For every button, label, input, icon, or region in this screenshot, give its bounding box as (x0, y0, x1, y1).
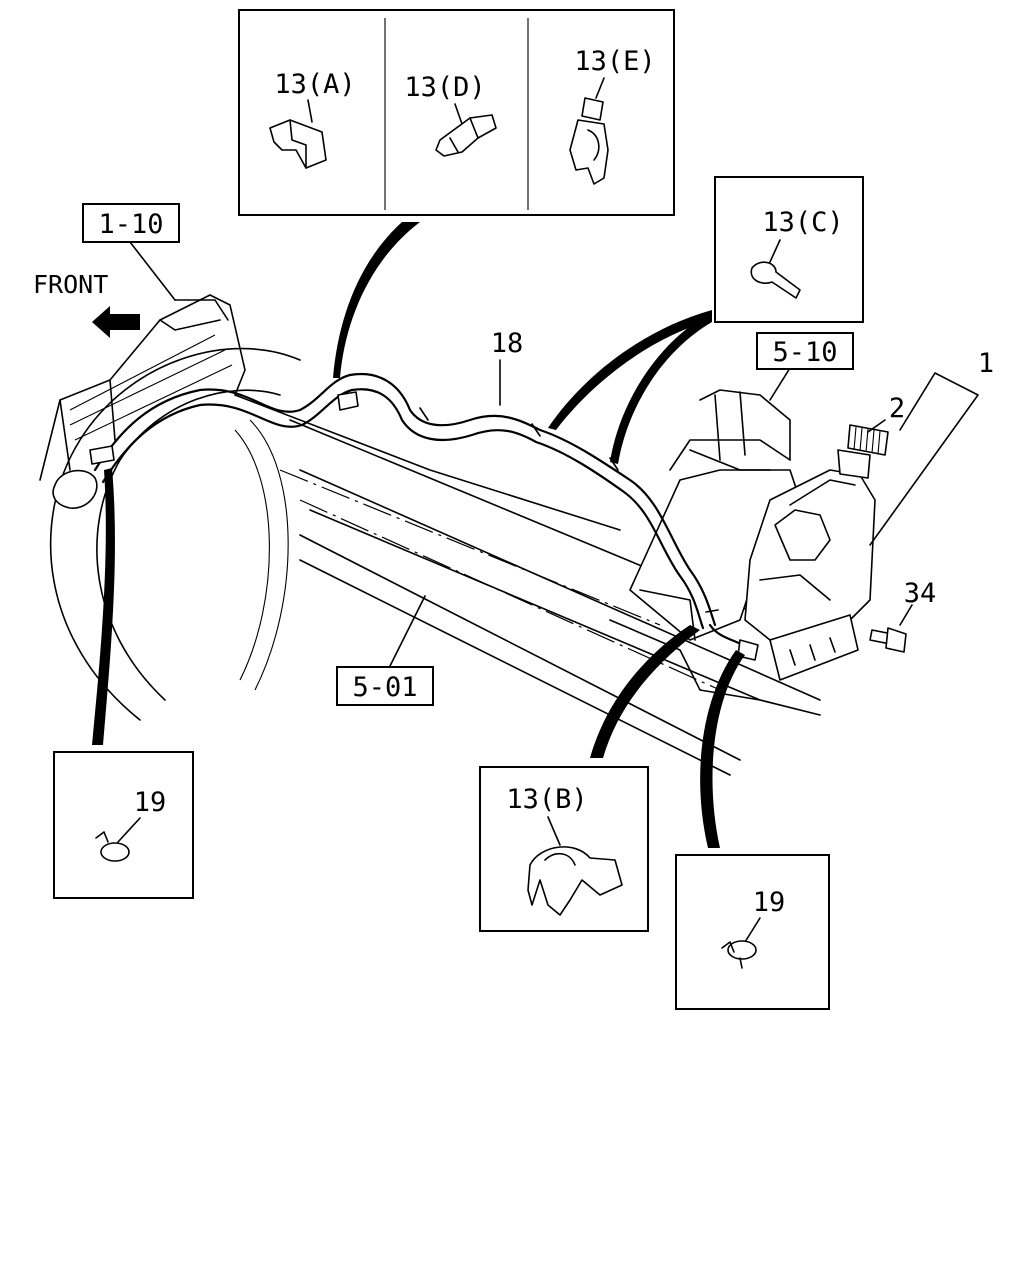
wheel-arch-outer (49, 347, 301, 721)
tank-cap (847, 424, 889, 456)
clamp-19-right-icon (727, 940, 757, 960)
frame-centerline (279, 469, 661, 626)
reference-box-5-10: 5-10 (756, 332, 854, 370)
callout-18: 18 (491, 328, 524, 359)
leader-wedges (92, 222, 745, 848)
clip-13c-label: 13(C) (762, 207, 843, 238)
leader-clip-c-b (610, 312, 712, 464)
clamp-19-left-label: 19 (134, 787, 167, 818)
hose-clip-top (337, 391, 359, 411)
clip-13d-panel: 13(D) (404, 72, 497, 157)
washer-tank-assembly (629, 389, 907, 681)
detail-panel-clip-b: 13(B) (479, 766, 649, 932)
leader-clip-c-a (548, 310, 712, 430)
svg-text:5-10: 5-10 (772, 337, 837, 368)
leader-clamp-left (92, 468, 115, 745)
svg-text:5-01: 5-01 (352, 672, 417, 703)
callout-34: 34 (904, 578, 937, 609)
callout-1: 1 (978, 348, 994, 379)
detail-panel-clamp-left: 19 (53, 751, 194, 899)
hose-clip-left (89, 445, 115, 465)
detail-panel-clip-c: 13(C) (714, 176, 864, 323)
reference-box-1-10: 1-10 (82, 203, 180, 243)
reference-box-5-01: 5-01 (336, 666, 434, 706)
clip-13b-label: 13(B) (506, 784, 587, 815)
clamp-19-left-icon (100, 842, 130, 862)
washer-hose (52, 372, 759, 661)
front-arrow-icon (92, 306, 140, 338)
clip-13c-icon (750, 261, 801, 299)
tank-neck (837, 449, 871, 479)
washer-nozzle (52, 469, 98, 509)
clip-13e-icon (569, 119, 609, 185)
frame-rail-bottom (299, 534, 741, 761)
clip-13e-label: 13(E) (574, 46, 655, 77)
clip-13b-icon (527, 846, 623, 916)
wheel-arch-rim (249, 419, 289, 691)
clamp-19-right-label: 19 (753, 887, 786, 918)
callout-2: 2 (889, 393, 905, 424)
svg-text:1-10: 1-10 (98, 209, 163, 240)
radiator-outline (39, 294, 246, 481)
callout-leaders (129, 241, 979, 667)
leader-clip-b (590, 625, 700, 758)
hose-main (93, 372, 717, 627)
clip-13e-panel: 13(E) (569, 46, 656, 185)
clip-13a-panel: 13(A) (269, 69, 356, 169)
bolt-head (885, 627, 907, 653)
clip-13d-label: 13(D) (404, 72, 485, 103)
front-label: FRONT (33, 270, 108, 299)
wheel-arch-inner (96, 389, 281, 701)
washer-tank (744, 469, 876, 641)
front-indicator: FRONT (33, 270, 140, 338)
clip-13a-label: 13(A) (274, 69, 355, 100)
detail-panel-clamp-right: 19 (675, 854, 830, 1010)
leader-clamp-right (700, 650, 745, 848)
detail-panel-top-group: 13(A) 13(D) 13(E) (238, 9, 675, 216)
leader-top-group (333, 222, 420, 378)
